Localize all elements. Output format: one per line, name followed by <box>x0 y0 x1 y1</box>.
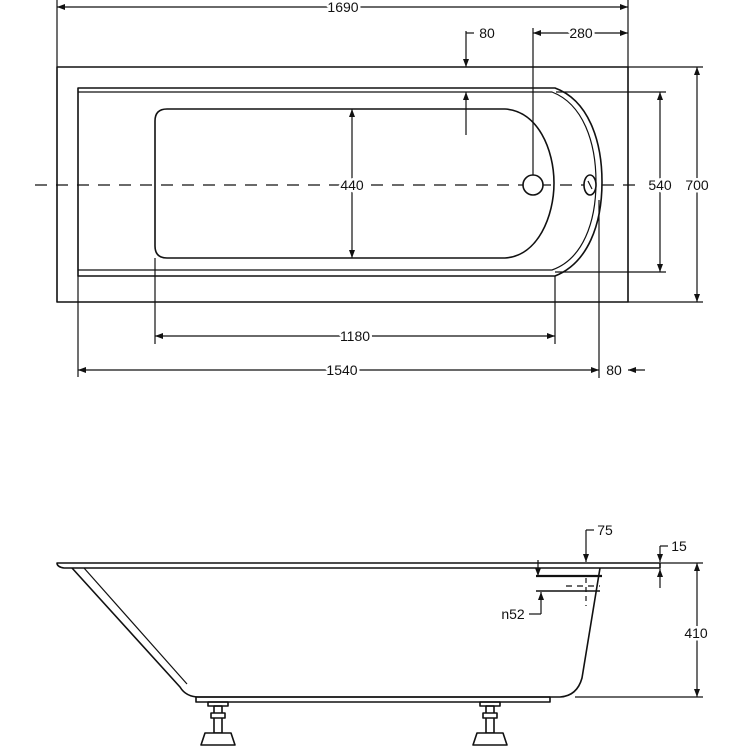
side-view: 75 15 n52 410 <box>56 520 710 746</box>
rim-inner-outline <box>77 87 603 277</box>
label-overflow-offset: 80 <box>479 25 495 41</box>
label-rim-thickness: 15 <box>671 538 687 554</box>
label-basin-length: 1180 <box>340 328 370 344</box>
label-drain-diameter: n52 <box>501 606 525 622</box>
basin-outline <box>154 108 555 259</box>
label-basin-width: 440 <box>340 177 364 193</box>
foot-base <box>200 732 236 746</box>
label-overall-length: 1690 <box>327 0 358 15</box>
overflow-hole-slot <box>587 180 593 190</box>
support-frame <box>195 696 551 703</box>
label-inner-width: 540 <box>648 177 672 193</box>
foot-rod <box>485 705 495 734</box>
adjustable-foot-right <box>472 701 508 746</box>
drain-hole <box>522 174 544 196</box>
label-overall-width: 700 <box>685 177 709 193</box>
tub-body-profile <box>71 567 601 698</box>
top-view: 1690 80 280 440 540 700 1180 1540 80 <box>35 0 711 381</box>
foot-base <box>472 732 508 746</box>
label-drain-offset: 280 <box>569 25 593 41</box>
foot-nut <box>482 712 498 719</box>
label-inner-length: 1540 <box>326 362 357 378</box>
foot-rod <box>213 705 223 734</box>
foot-nut <box>210 712 226 719</box>
label-height: 410 <box>684 625 708 641</box>
label-right-rim-width: 80 <box>606 362 622 378</box>
label-overflow-drop: 75 <box>597 522 613 538</box>
tub-inner-slope <box>83 567 188 685</box>
adjustable-foot-left <box>200 701 236 746</box>
rim-profile <box>56 562 661 569</box>
